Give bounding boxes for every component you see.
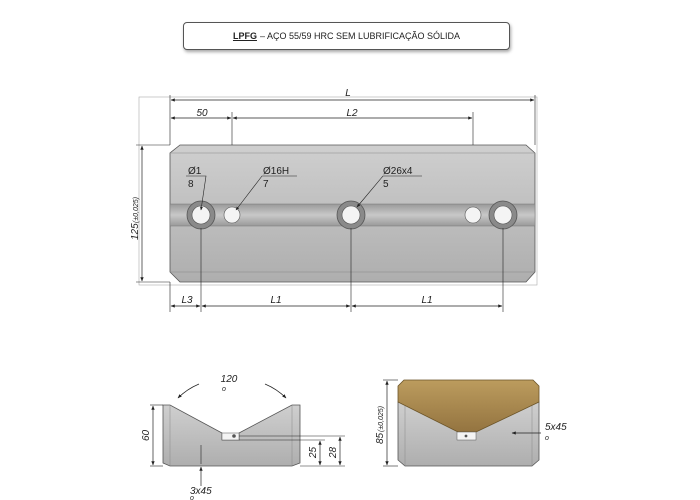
dim-label-85-tolerance: (±0,025) xyxy=(378,406,385,432)
leader-hole-c xyxy=(356,175,422,208)
dim-label-25: 25 xyxy=(308,446,319,459)
chamfer-left-label: 3x45 xyxy=(190,486,212,497)
dim-label-125: 125 xyxy=(130,223,141,240)
dim-label-125-tolerance: (±0,025) xyxy=(133,197,140,223)
dim-label-28: 28 xyxy=(328,446,339,459)
side-view-right: 85 (±0,025) 5x45 o xyxy=(375,379,567,467)
leader-hole-a xyxy=(186,175,207,211)
dim-label-L: L xyxy=(345,88,351,99)
dim-label-60: 60 xyxy=(141,429,152,441)
product-description: – AÇO 55/59 HRC SEM LUBRIFICAÇÃO SÓLIDA xyxy=(259,31,461,41)
chamfer-left-unit: o xyxy=(190,495,194,500)
hole-c-diameter: Ø26x4 xyxy=(383,166,413,177)
angle-arc-left xyxy=(177,383,200,399)
hole-counterbore-left xyxy=(186,200,216,230)
dim-label-L3: L3 xyxy=(181,295,193,306)
top-view: L 50 L2 125 (±0,025) L3 L1 L1 Ø1 8 xyxy=(130,88,538,312)
leader-hole-b xyxy=(235,175,297,211)
hole-c-number: 5 xyxy=(383,179,389,190)
v-block-slot xyxy=(221,432,240,441)
hole-b-number: 7 xyxy=(263,179,269,190)
view-frame xyxy=(138,96,538,286)
angle-label: 120 xyxy=(221,374,238,385)
angle-arc-right xyxy=(264,383,287,399)
hole-b-diameter: Ø16H xyxy=(263,166,289,177)
hole-a-number: 8 xyxy=(188,179,194,190)
hole-pin-left xyxy=(223,206,241,224)
title-box: LPFG – AÇO 55/59 HRC SEM LUBRIFICAÇÃO SÓ… xyxy=(183,22,510,50)
chamfer-right-unit: o xyxy=(545,435,549,442)
angle-unit: o xyxy=(222,386,226,393)
hole-counterbore-center xyxy=(336,200,366,230)
dim-label-L1-right: L1 xyxy=(421,295,432,306)
hole-counterbore-right xyxy=(488,200,518,230)
product-code: LPFG xyxy=(232,31,257,41)
dim-label-50: 50 xyxy=(196,108,208,119)
hole-pin-right xyxy=(464,206,482,224)
side-view-left: 120 o 60 25 28 3x45 o xyxy=(141,374,345,500)
hole-a-diameter: Ø1 xyxy=(188,166,202,177)
chamfer-right-label: 5x45 xyxy=(545,422,567,433)
dim-label-L2: L2 xyxy=(346,108,358,119)
dim-label-L1-left: L1 xyxy=(270,295,281,306)
dim-label-85: 85 xyxy=(375,432,386,444)
